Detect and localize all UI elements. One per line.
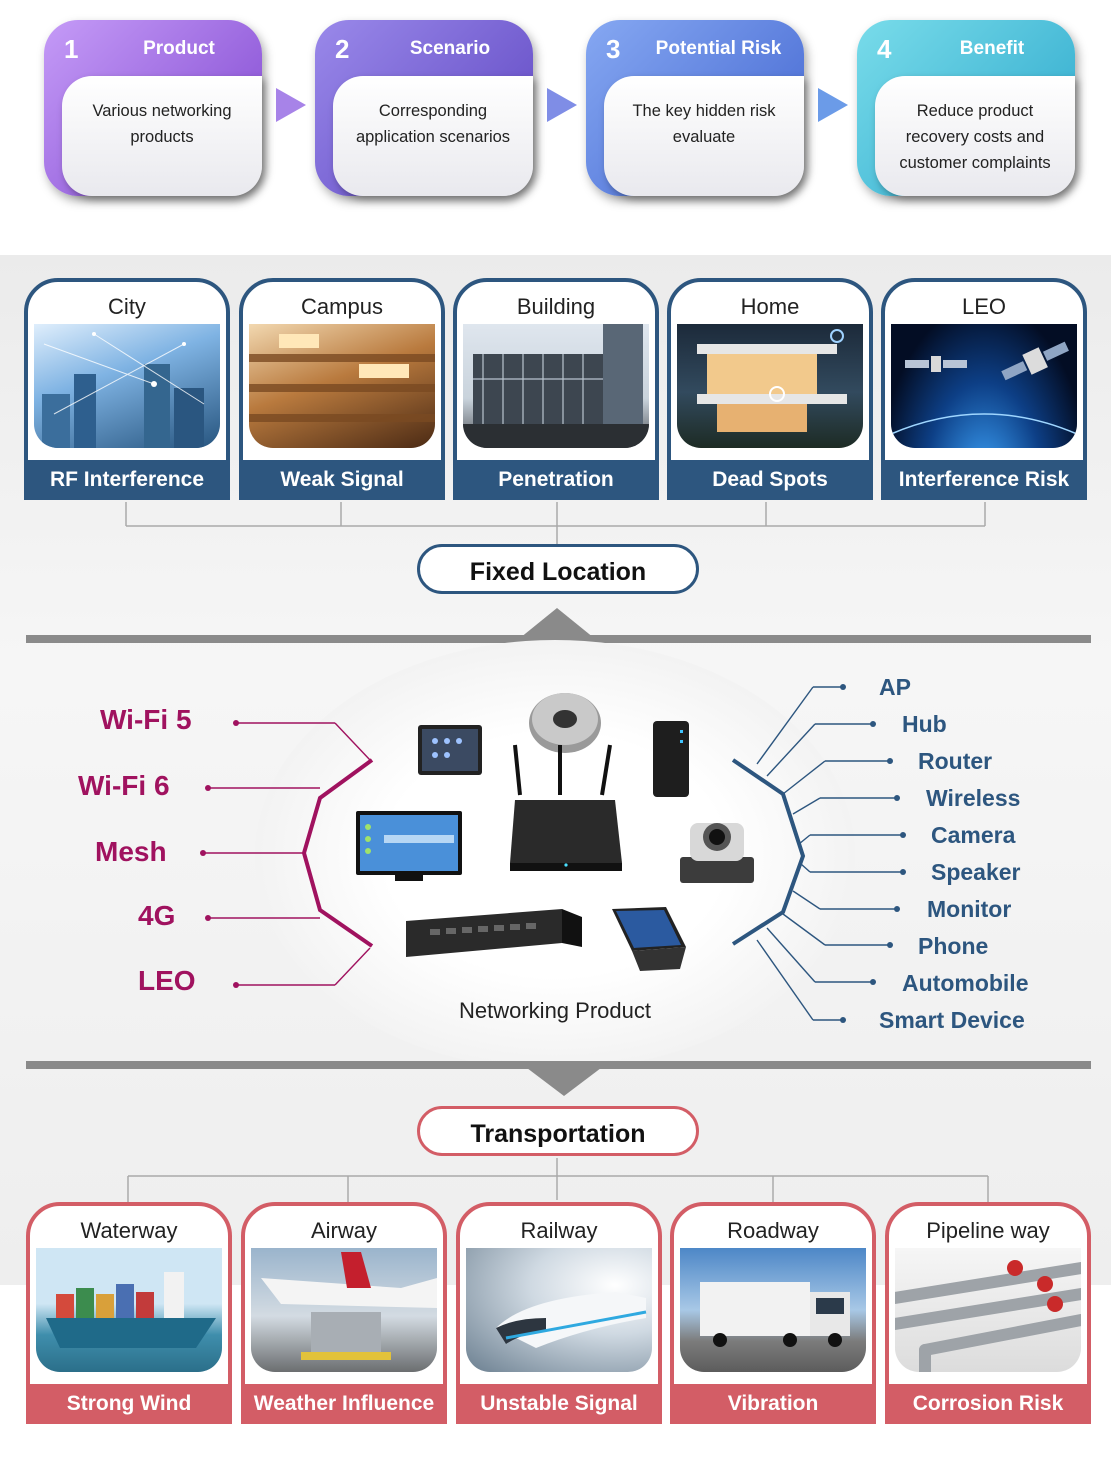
- step-card: The key hidden risk evaluate: [604, 76, 804, 196]
- tile-roadway: Roadway Vibration: [670, 1202, 876, 1424]
- fixed-location-connector: [125, 502, 986, 544]
- tile-name: Campus: [301, 294, 383, 319]
- touch-panel-icon: [612, 907, 686, 971]
- tile-name: Pipeline way: [926, 1218, 1050, 1243]
- tile-risk: Corrosion Risk: [885, 1384, 1091, 1424]
- tile-home: Home Dead Spots: [667, 278, 873, 500]
- networking-product-label: Networking Product: [459, 998, 651, 1023]
- step-potential-risk: 3 Potential Risk The key hidden risk eva…: [586, 20, 804, 196]
- step-description: Reduce product recovery costs and custom…: [899, 102, 1051, 172]
- tile-railway: Railway Unstable Signal: [456, 1202, 662, 1424]
- device-wireless: Wireless: [926, 785, 1021, 811]
- device-automobile: Automobile: [902, 970, 1029, 996]
- step-scenario: 2 Scenario Corresponding application sce…: [315, 20, 533, 196]
- device-monitor: Monitor: [927, 896, 1012, 922]
- step-arrow: [547, 88, 577, 122]
- step-benefit: 4 Benefit Reduce product recovery costs …: [857, 20, 1075, 196]
- tile-name: LEO: [961, 294, 1007, 319]
- leo-photo: [891, 324, 1077, 448]
- modem-icon: [653, 721, 689, 797]
- tile-risk: Interference Risk: [881, 460, 1087, 500]
- step-arrow: [818, 88, 848, 122]
- tile-name: Railway: [520, 1218, 598, 1243]
- city-photo: [34, 324, 220, 448]
- tile-name: Home: [740, 294, 800, 319]
- tech-wifi-6: Wi-Fi 6: [78, 770, 170, 801]
- process-steps: 1 Product Various networking products 2 …: [0, 0, 1111, 240]
- waterway-photo: [36, 1248, 222, 1372]
- device-ap: AP: [879, 674, 911, 700]
- tile-city: City RF Interference: [24, 278, 230, 500]
- device-smart-device: Smart Device: [879, 1007, 1025, 1033]
- step-card: Corresponding application scenarios: [333, 76, 533, 196]
- tile-name: Building: [516, 294, 596, 319]
- building-photo: [463, 324, 649, 448]
- tile-leo: LEO Interference Risk: [881, 278, 1087, 500]
- step-product: 1 Product Various networking products: [44, 20, 262, 196]
- tile-name: City: [108, 294, 146, 319]
- airway-photo: [251, 1248, 437, 1372]
- speaker-icon: [529, 693, 601, 753]
- step-description: Corresponding application scenarios: [355, 102, 511, 146]
- roadway-photo: [680, 1248, 866, 1372]
- tile-name: Airway: [310, 1218, 377, 1243]
- step-arrow: [276, 88, 306, 122]
- tech-4g: 4G: [138, 900, 176, 931]
- tech-leo: LEO: [138, 965, 196, 996]
- tech-mesh: Mesh: [95, 836, 167, 867]
- tile-pipeline-way: Pipeline way Corrosion Risk: [885, 1202, 1091, 1424]
- tile-risk: Strong Wind: [26, 1384, 232, 1424]
- top-separator: [26, 608, 1091, 643]
- tablet-icon: [418, 725, 482, 775]
- device-speaker: Speaker: [931, 859, 1021, 885]
- device-camera: Camera: [931, 822, 1016, 848]
- step-number: 1: [64, 34, 79, 64]
- tile-risk: Penetration: [453, 460, 659, 500]
- router-icon: [510, 744, 622, 871]
- transportation-pill: Transportation: [417, 1106, 699, 1156]
- tile-building: Building Penetration: [453, 278, 659, 500]
- step-title: Benefit: [959, 38, 1025, 59]
- switch-icon: [406, 909, 582, 957]
- step-title: Product: [143, 38, 215, 59]
- step-title: Scenario: [409, 38, 491, 59]
- fixed-location-pill: Fixed Location: [417, 544, 699, 594]
- tech-connector: [200, 720, 374, 988]
- tile-risk: Vibration: [670, 1384, 876, 1424]
- monitor-icon: [356, 811, 462, 881]
- camera-icon: [680, 823, 754, 883]
- tile-risk: Unstable Signal: [456, 1384, 662, 1424]
- bottom-separator: [26, 1061, 1091, 1096]
- step-number: 4: [877, 34, 892, 64]
- tile-risk: Weak Signal: [239, 460, 445, 500]
- tile-risk: RF Interference: [24, 460, 230, 500]
- step-description: Various networking products: [92, 102, 232, 146]
- pipeline-photo: [895, 1248, 1081, 1372]
- networking-devices: [356, 693, 754, 971]
- campus-photo: [249, 324, 435, 448]
- tile-name: Waterway: [80, 1218, 178, 1243]
- step-title: Potential Risk: [655, 38, 782, 59]
- device-phone: Phone: [918, 933, 989, 959]
- step-description: The key hidden risk evaluate: [632, 102, 776, 146]
- tile-risk: Weather Influence: [241, 1384, 447, 1424]
- device-router: Router: [918, 748, 993, 774]
- device-connector: [731, 684, 906, 1023]
- step-card: Various networking products: [62, 76, 262, 196]
- home-photo: [677, 324, 863, 448]
- tile-waterway: Waterway Strong Wind: [26, 1202, 232, 1424]
- railway-photo: [466, 1248, 652, 1372]
- step-number: 3: [606, 34, 621, 64]
- step-number: 2: [335, 34, 350, 64]
- step-card: Reduce product recovery costs and custom…: [875, 76, 1075, 196]
- tile-campus: Campus Weak Signal: [239, 278, 445, 500]
- tech-wifi-5: Wi-Fi 5: [100, 704, 192, 735]
- tile-airway: Airway Weather Influence: [241, 1202, 447, 1424]
- tile-name: Roadway: [727, 1218, 819, 1243]
- tile-risk: Dead Spots: [667, 460, 873, 500]
- transportation-connector: [127, 1158, 989, 1202]
- device-hub: Hub: [902, 711, 947, 737]
